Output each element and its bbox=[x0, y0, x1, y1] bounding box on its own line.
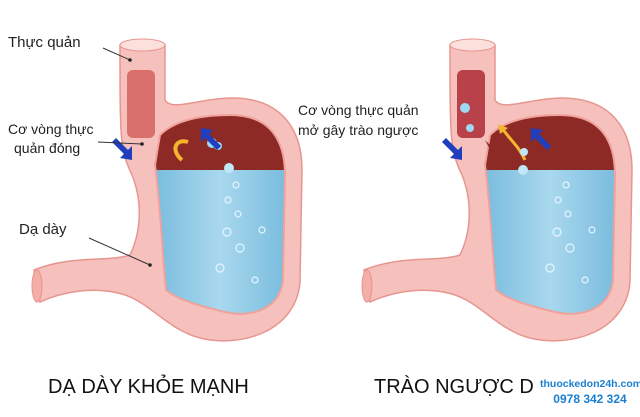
title-reflux: TRÀO NGƯỢC D bbox=[374, 376, 534, 398]
title-healthy: DẠ DÀY KHỎE MẠNH bbox=[48, 376, 249, 398]
label-stomach: Dạ dày bbox=[19, 221, 67, 238]
watermark-phone: 0978 342 324 bbox=[553, 392, 627, 406]
reflux-arrow-blocked bbox=[173, 139, 189, 162]
label-sphincter-open-line2: mở gây trào ngược bbox=[298, 122, 419, 138]
label-sphincter-closed-line1: Cơ vòng thực bbox=[8, 121, 94, 137]
healthy-stomach bbox=[32, 39, 302, 341]
label-sphincter-closed-line2: quản đóng bbox=[14, 140, 81, 156]
label-esophagus: Thực quản bbox=[8, 34, 81, 51]
label-sphincter-open-line1: Cơ vòng thực quản bbox=[298, 102, 419, 118]
watermark: thuockedon24h.com 0978 342 324 bbox=[540, 377, 640, 407]
watermark-site: thuockedon24h.com bbox=[540, 378, 640, 390]
reflux-stomach bbox=[362, 39, 632, 341]
